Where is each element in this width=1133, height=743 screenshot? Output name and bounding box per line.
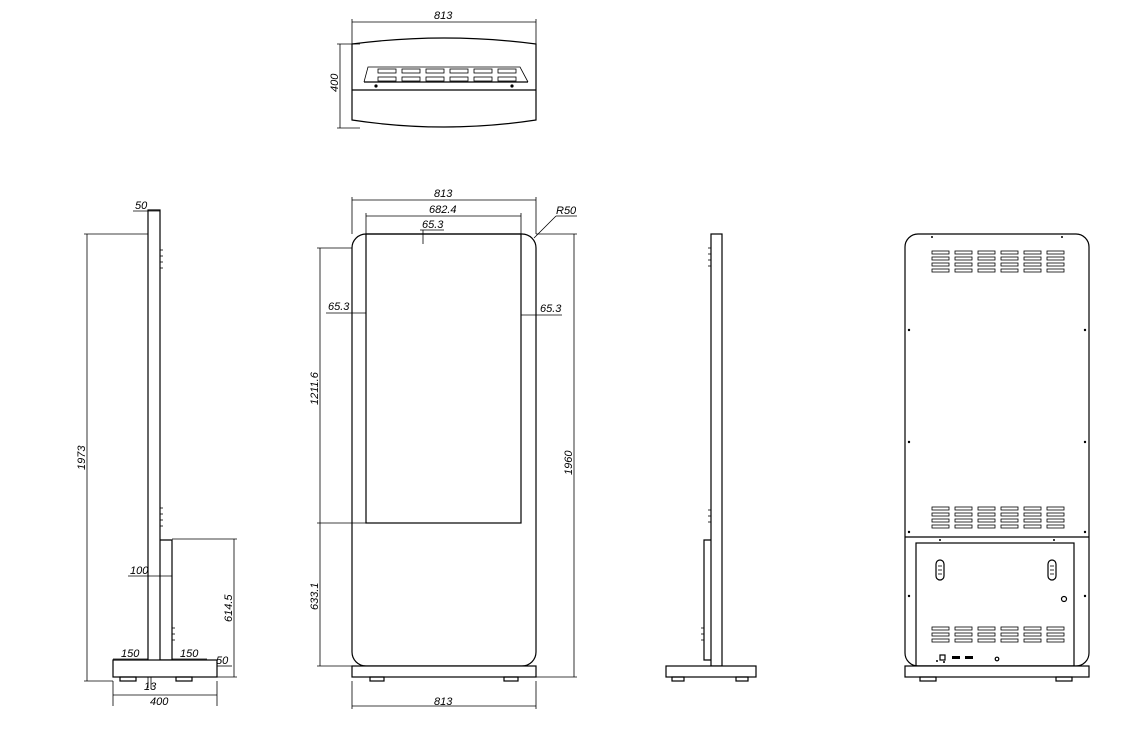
- front-corner-radius-dim: R50: [556, 205, 577, 217]
- front-body-height-dim: 1960: [563, 450, 575, 475]
- side-column-depth-dim: 100: [130, 565, 149, 577]
- side-base-left-dim: 150: [121, 648, 140, 660]
- side-base-gap-dim: 13: [144, 681, 157, 693]
- right-side-view: [665, 233, 757, 682]
- side-base-height-dim: 50: [216, 655, 229, 667]
- top-depth-dim: 400: [329, 73, 341, 92]
- top-vent-slots: [377, 68, 517, 82]
- back-vent-middle: [931, 506, 1065, 529]
- side-total-height-dim: 1973: [76, 445, 88, 470]
- front-left-margin-dim: 65.3: [328, 301, 350, 313]
- side-base-right-dim: 150: [180, 648, 199, 660]
- front-lower-height-dim: 633.1: [309, 582, 321, 610]
- front-right-margin-dim: 65.3: [540, 303, 562, 315]
- front-view: 813 682.4 65.3 65.3 65.3 R50 1211.6 633.…: [309, 188, 577, 709]
- front-screen-width-dim: 682.4: [429, 204, 457, 216]
- screw-dots: [907, 236, 1087, 598]
- speaker-left-icon: [935, 559, 945, 581]
- top-width-dim: 813: [434, 10, 453, 22]
- front-width-top-dim: 813: [434, 188, 453, 200]
- back-view: [904, 233, 1090, 682]
- front-top-margin-dim: 65.3: [422, 219, 444, 231]
- speaker-right-icon: [1047, 559, 1057, 581]
- port-icon: [939, 654, 946, 661]
- side-lower-height-dim: 614.5: [223, 594, 235, 622]
- back-vent-lower: [931, 626, 1065, 643]
- side-view: 50 1973 100 614.5 150 150 50 13 400: [76, 200, 237, 708]
- side-top-thickness-dim: 50: [135, 200, 148, 212]
- front-width-bottom-dim: 813: [434, 696, 453, 708]
- side-base-depth-dim: 400: [150, 696, 169, 708]
- lock-icon: [1060, 595, 1068, 603]
- side-vent-marks: [160, 249, 175, 641]
- top-view: 813 400: [329, 10, 537, 129]
- front-screen-height-dim: 1211.6: [309, 371, 321, 405]
- back-vent-top: [931, 250, 1065, 273]
